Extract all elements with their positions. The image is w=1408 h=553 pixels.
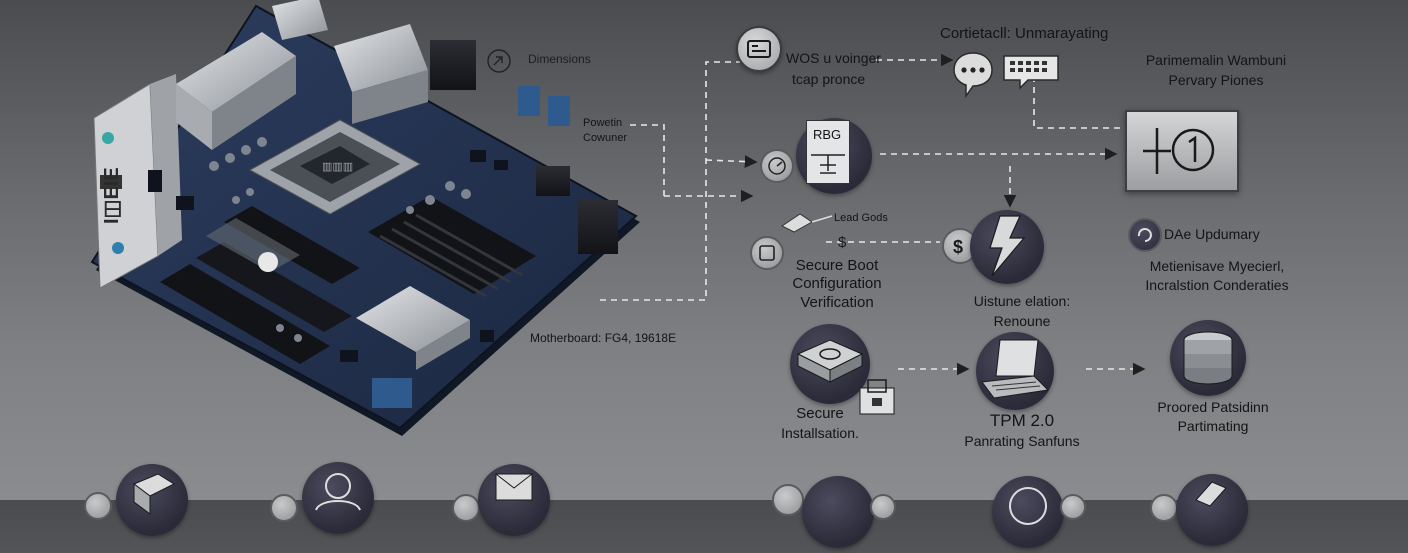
dimensions-label: Dimensions <box>528 52 591 66</box>
bottom-small-circle-4 <box>772 484 804 516</box>
dimensions-icon <box>487 49 511 73</box>
update-circle <box>1128 218 1162 252</box>
rbg-label: RBG <box>813 127 842 142</box>
plug-icon <box>781 213 833 233</box>
svg-text:$: $ <box>953 237 963 257</box>
power-connector-24pin <box>430 40 476 90</box>
keyboard-bubble-icon <box>1003 55 1059 90</box>
cpu-socket: ▥▥▥ <box>248 119 422 215</box>
tpm-label-2: Panrating Sanfuns <box>964 433 1080 449</box>
performance-panel <box>1125 110 1239 192</box>
vrm-heatsink-left <box>176 32 296 150</box>
storage-circle <box>1170 320 1246 396</box>
document-icon <box>759 245 775 261</box>
cmos-battery <box>258 252 278 272</box>
bottom-circle-5 <box>802 476 874 548</box>
io-port-1 <box>102 132 114 144</box>
clock-icon <box>1009 487 1047 525</box>
vrm-heatsink-top <box>272 0 428 124</box>
uistune-label-2: Renoune <box>993 313 1051 329</box>
perf-title-2: Pervary Piones <box>1168 72 1264 88</box>
lightning-shield-icon <box>989 215 1026 277</box>
window-icon <box>747 40 771 58</box>
top-title: Cortietacll: Unmarayating <box>940 25 1109 42</box>
power-connector-label-1: Powetin <box>583 117 623 129</box>
secure-boot-label-1: Secure Boot <box>795 257 879 274</box>
uistune-label-1: Uistune elation: <box>973 293 1071 309</box>
tpm-label-1: TPM 2.0 <box>989 411 1055 430</box>
laptop-icon <box>981 339 1050 399</box>
document-circle <box>750 236 784 270</box>
bottom-small-circle-5 <box>870 494 896 520</box>
database-icon <box>1183 331 1233 385</box>
chipset-heatsink <box>356 286 470 370</box>
svg-text:$: $ <box>838 234 847 251</box>
hard-drive-icon <box>796 339 864 383</box>
connector-power <box>630 124 665 200</box>
wos-voltage-label-1: WOS u voinger <box>786 50 881 66</box>
motherboard-illustration: I◫EIE ▥▥▥ <box>90 0 640 436</box>
power-connector-label-2: Cowuner <box>583 132 628 144</box>
user-icon <box>315 473 361 511</box>
bottom-circle-box <box>116 464 188 536</box>
io-port-2 <box>100 175 122 189</box>
bottom-circle-user <box>302 462 374 534</box>
header-block-2 <box>578 200 618 254</box>
dollar-icon-small: $ <box>838 234 847 251</box>
bottom-small-circle-2 <box>270 494 298 522</box>
mechanism-label-2: Incralstion Conderaties <box>1145 277 1289 293</box>
refresh-icon <box>1137 228 1152 242</box>
lead-code-label: Lead Gods <box>834 212 888 224</box>
secure-install-label-1: Secure <box>796 405 844 422</box>
rbg-circle: RBG <box>796 118 872 194</box>
capacitors <box>209 137 471 342</box>
bottom-circle-7 <box>1176 474 1248 546</box>
bottom-small-circle-3 <box>452 494 480 522</box>
mechanism-label-1: Metienisave Myecierl, <box>1149 258 1285 274</box>
secure-install-label-2: Installsation. <box>781 425 859 441</box>
proored-label-2: Partimating <box>1177 418 1249 434</box>
bottom-circle-mail <box>478 464 550 536</box>
dollar-icon: $ <box>953 237 963 257</box>
mail-icon <box>495 473 533 501</box>
bottom-small-circle-6 <box>1060 494 1086 520</box>
bottom-circle-6 <box>992 476 1064 548</box>
box-icon <box>133 473 176 515</box>
connector-to-boot-icon <box>705 155 758 168</box>
gauge-icon <box>768 157 786 175</box>
wos-voltage-label-2: tcap pronce <box>792 71 866 87</box>
gauge-circle <box>760 149 794 183</box>
connector-perf-top <box>1033 76 1124 129</box>
secure-boot-label-2: Configuration <box>792 275 882 292</box>
secure-boot-label-3: Verification <box>800 294 874 311</box>
connector-lines <box>600 53 1146 376</box>
lock-box-icon <box>859 379 895 415</box>
motherboard-model-label: Motherboard: FG4, 19618E <box>530 331 677 345</box>
tpm-circle <box>976 332 1054 410</box>
ram-slots <box>368 196 536 298</box>
shield-circle <box>970 210 1044 284</box>
tool-icon <box>1195 481 1227 507</box>
bottom-small-circle-1 <box>84 492 112 520</box>
circuit-icon <box>811 154 845 174</box>
wos-circle <box>736 26 782 72</box>
sata-port-2 <box>548 96 570 126</box>
ics <box>148 150 508 362</box>
proored-label-1: Proored Patsidinn <box>1157 399 1269 415</box>
connector-main-vertical <box>600 61 740 301</box>
rear-io-side <box>150 74 182 256</box>
rbg-card: RBG <box>806 120 850 184</box>
bottom-small-circle-7 <box>1150 494 1178 522</box>
usb-header <box>372 378 412 408</box>
io-text: I◫EIE <box>101 167 123 224</box>
sata-port-1 <box>518 86 540 116</box>
io-port-3 <box>112 242 124 254</box>
header-block-1 <box>536 166 570 196</box>
number-one-icon <box>1143 128 1215 174</box>
cpu-chip-label: ▥▥▥ <box>322 161 353 173</box>
install-circle <box>790 324 870 404</box>
perf-title-1: Parimemalin Wambuni <box>1145 52 1287 68</box>
da-update-label: DAe Updumary <box>1164 226 1260 242</box>
chat-bubble-icon <box>953 52 993 98</box>
